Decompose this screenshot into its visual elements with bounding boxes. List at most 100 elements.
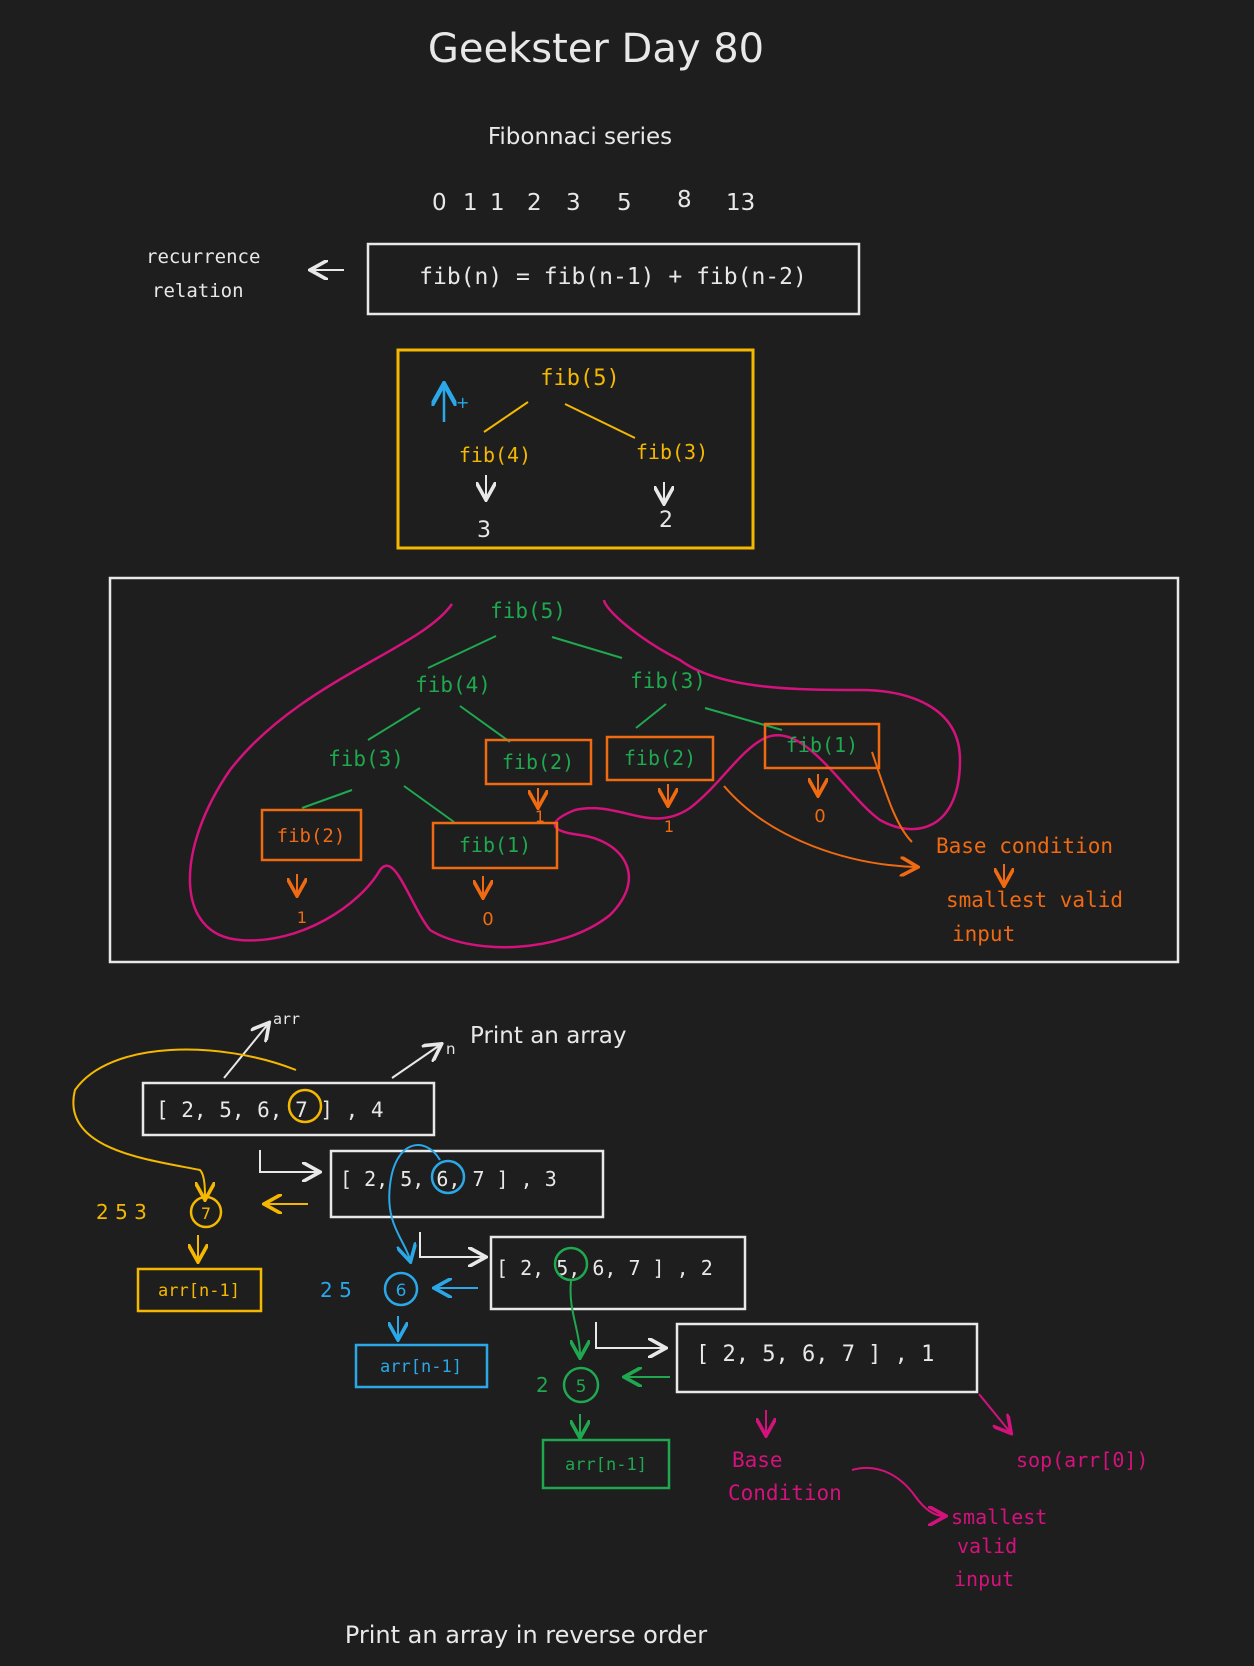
print-statement: arr[n-1] bbox=[380, 1357, 462, 1377]
pick-arrow bbox=[72, 1048, 297, 1198]
tree-edge bbox=[704, 707, 783, 731]
fib-seq-term: 1 bbox=[490, 190, 505, 216]
recursive-call-arrow bbox=[259, 1150, 318, 1172]
recurrence-box bbox=[366, 242, 861, 316]
call-text: [ 2, 5, 6, 7 ] , 1 bbox=[696, 1342, 934, 1367]
base-case-box bbox=[763, 722, 881, 770]
call-box bbox=[489, 1235, 747, 1311]
big-tree-box bbox=[108, 576, 1180, 964]
fib-seq-term: 1 bbox=[463, 190, 478, 216]
smallest-valid-label: smallest bbox=[951, 1505, 1047, 1529]
base-case-box bbox=[484, 738, 593, 786]
tree-edge bbox=[635, 703, 667, 729]
print-statement: arr[n-1] bbox=[565, 1455, 647, 1475]
base-label: Base bbox=[732, 1448, 783, 1472]
current-element-circle bbox=[553, 1246, 589, 1282]
array-footer: Print an array in reverse order bbox=[345, 1621, 707, 1649]
call-box bbox=[675, 1322, 979, 1394]
recurrence-formula: fib(n) = fib(n-1) + fib(n-2) bbox=[419, 264, 807, 290]
base-case-box bbox=[431, 821, 559, 870]
call-text: [ 2, 5, 6, 7 ] , 2 bbox=[496, 1256, 713, 1280]
fib-seq-term: 0 bbox=[432, 190, 447, 216]
fib-seq-term: 8 bbox=[677, 187, 692, 213]
big-tree-node: fib(1) bbox=[459, 833, 531, 857]
tree-edge bbox=[459, 705, 511, 743]
sop-statement: sop(arr[0]) bbox=[1016, 1448, 1148, 1472]
big-tree-node: fib(2) bbox=[624, 746, 696, 770]
output-value: 6 bbox=[396, 1281, 407, 1301]
output-circle bbox=[189, 1195, 223, 1229]
recursive-call-arrow bbox=[419, 1232, 484, 1257]
n-pointer bbox=[391, 1045, 440, 1079]
big-tree-node: fib(2) bbox=[502, 750, 574, 774]
node-value: 0 bbox=[482, 909, 493, 930]
pick-arrow bbox=[388, 1144, 441, 1260]
base-case-box bbox=[260, 808, 363, 862]
recurrence-label: recurrence bbox=[146, 246, 260, 268]
fib-seq-term: 13 bbox=[726, 190, 755, 216]
fib-sequence: 0 1 1 2 3 5 8 13 bbox=[432, 187, 755, 216]
arr-label: arr bbox=[273, 1010, 300, 1028]
call-box bbox=[329, 1149, 605, 1219]
output-circle bbox=[383, 1271, 419, 1307]
call-text: [ 2, 5, 6, 7 ] , 4 bbox=[156, 1098, 384, 1122]
arr-pointer bbox=[223, 1024, 268, 1079]
node-value: 0 bbox=[814, 806, 825, 827]
fib-seq-term: 3 bbox=[566, 190, 581, 216]
printed-output: 2 5 bbox=[320, 1278, 352, 1302]
n-label: n bbox=[446, 1040, 456, 1058]
tree-edge bbox=[483, 401, 529, 433]
printed-output: 2 bbox=[536, 1373, 549, 1397]
base-case-box bbox=[605, 735, 715, 782]
pick-arrow bbox=[569, 1280, 580, 1356]
big-tree-node: fib(4) bbox=[415, 673, 491, 697]
output-value: 7 bbox=[201, 1204, 211, 1223]
print-box bbox=[136, 1267, 263, 1313]
smallest-valid-label: input bbox=[954, 1567, 1014, 1591]
small-tree-box bbox=[396, 348, 755, 550]
base-condition-label: Base condition bbox=[936, 834, 1113, 858]
small-tree-right-value: 2 bbox=[659, 508, 673, 533]
tree-edge bbox=[367, 707, 421, 741]
magenta-loop-left bbox=[188, 599, 962, 949]
print-box bbox=[354, 1343, 489, 1389]
small-tree-root: fib(5) bbox=[540, 366, 619, 391]
smallest-valid-label: valid bbox=[957, 1534, 1017, 1558]
output-value: 5 bbox=[576, 1377, 587, 1397]
fib-heading: Fibonnaci series bbox=[488, 124, 672, 150]
small-tree-left: fib(4) bbox=[459, 443, 531, 467]
big-tree-root: fib(5) bbox=[490, 599, 566, 623]
base-pointer bbox=[851, 1466, 944, 1516]
print-box bbox=[541, 1438, 671, 1490]
tree-edge bbox=[301, 789, 353, 809]
tree-edge bbox=[427, 635, 497, 669]
array-heading: Print an array bbox=[470, 1023, 627, 1049]
output-circle bbox=[562, 1366, 600, 1404]
fib-seq-term: 2 bbox=[527, 190, 542, 216]
printed-output: 2 5 3 bbox=[96, 1200, 147, 1224]
node-value: 1 bbox=[297, 908, 307, 927]
node-value: 1 bbox=[664, 817, 674, 836]
tree-edge bbox=[551, 636, 623, 659]
current-element-circle bbox=[430, 1159, 466, 1195]
call-box bbox=[141, 1081, 436, 1137]
big-tree-node: fib(3) bbox=[630, 669, 706, 693]
node-value: 1 bbox=[535, 807, 545, 826]
tree-edge bbox=[564, 403, 636, 439]
value-arrows bbox=[297, 774, 818, 896]
big-tree-node: fib(2) bbox=[277, 825, 346, 847]
big-tree-node: fib(3) bbox=[328, 747, 404, 771]
big-tree-edges bbox=[301, 635, 783, 823]
sop-arrow bbox=[978, 1393, 1010, 1432]
recursive-call-arrow bbox=[595, 1322, 664, 1348]
fib-seq-term: 5 bbox=[617, 190, 632, 216]
current-element-circle bbox=[287, 1088, 323, 1124]
print-statement: arr[n-1] bbox=[158, 1281, 240, 1301]
plus-mark: + bbox=[456, 393, 469, 412]
smallest-valid-label: input bbox=[952, 922, 1015, 946]
base-pointer bbox=[871, 751, 913, 843]
page-title: Geekster Day 80 bbox=[428, 26, 764, 72]
smallest-valid-label: smallest valid bbox=[946, 888, 1123, 912]
base-label: Condition bbox=[728, 1481, 842, 1505]
